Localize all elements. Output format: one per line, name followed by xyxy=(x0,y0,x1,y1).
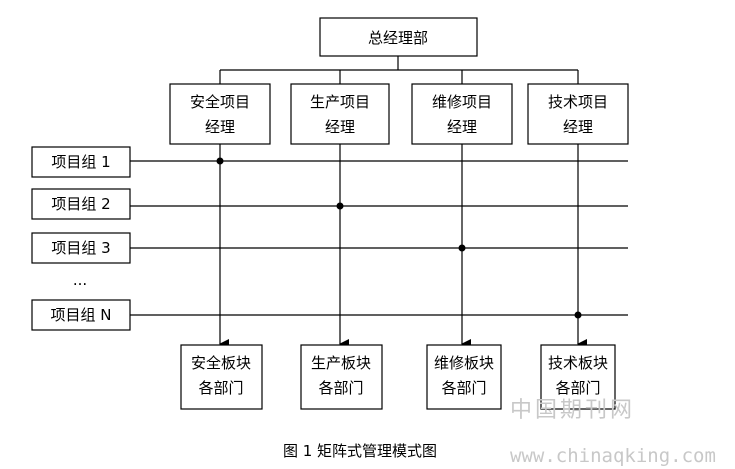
safety-department-line1: 安全板块 xyxy=(191,354,251,372)
project-group-3-node: 项目组 3 xyxy=(31,232,131,264)
figure-caption: 图 1 矩阵式管理模式图 xyxy=(283,442,437,460)
production-manager-line1: 生产项目 xyxy=(310,93,370,111)
project-group-n-node: 项目组 N xyxy=(31,299,131,331)
production-manager-node: 生产项目 经理 xyxy=(290,83,390,145)
dot-safety-group1 xyxy=(216,157,224,165)
intersection-dots xyxy=(216,157,582,319)
watermark-cn: 中国期刊网 xyxy=(510,398,635,423)
production-department-line2: 各部门 xyxy=(318,379,363,397)
hierarchy-connectors xyxy=(219,56,579,84)
project-group-ellipsis: ... xyxy=(73,271,87,289)
production-department-node: 生产板块 各部门 xyxy=(300,344,383,410)
safety-department-line2: 各部门 xyxy=(198,379,243,397)
project-group-n-label: 项目组 N xyxy=(51,306,112,324)
project-group-3-label: 项目组 3 xyxy=(51,239,110,257)
technical-department-line1: 技术板块 xyxy=(548,354,608,372)
safety-manager-line1: 安全项目 xyxy=(190,93,250,111)
technical-manager-line2: 经理 xyxy=(563,118,593,136)
watermark-url: www.chinaqking.com xyxy=(510,445,716,467)
technical-department-line2: 各部门 xyxy=(555,379,600,397)
production-department-line1: 生产板块 xyxy=(311,354,371,372)
safety-department-node: 安全板块 各部门 xyxy=(180,344,263,410)
safety-manager-node: 安全项目 经理 xyxy=(169,83,271,145)
project-group-2-node: 项目组 2 xyxy=(31,188,131,220)
dot-technical-groupN xyxy=(574,311,582,319)
technical-manager-node: 技术项目 经理 xyxy=(527,83,629,145)
dot-maintenance-group3 xyxy=(458,244,466,252)
project-group-1-label: 项目组 1 xyxy=(51,153,110,171)
maintenance-manager-line2: 经理 xyxy=(447,118,477,136)
project-group-1-node: 项目组 1 xyxy=(31,146,131,178)
dot-production-group2 xyxy=(336,202,344,210)
production-manager-line2: 经理 xyxy=(325,118,355,136)
maintenance-manager-node: 维修项目 经理 xyxy=(411,83,513,145)
technical-manager-line1: 技术项目 xyxy=(548,93,608,111)
department-flow-lines xyxy=(219,144,587,349)
project-group-2-label: 项目组 2 xyxy=(51,195,110,213)
general-manager-node: 总经理部 xyxy=(319,17,478,57)
technical-department-node: 技术板块 各部门 xyxy=(540,344,616,410)
maintenance-manager-line1: 维修项目 xyxy=(432,93,492,111)
maintenance-department-node: 维修板块 各部门 xyxy=(426,344,502,410)
safety-manager-line2: 经理 xyxy=(205,118,235,136)
general-manager-label: 总经理部 xyxy=(368,29,428,47)
maintenance-department-line1: 维修板块 xyxy=(434,354,494,372)
project-group-lines xyxy=(130,160,628,316)
maintenance-department-line2: 各部门 xyxy=(441,379,486,397)
